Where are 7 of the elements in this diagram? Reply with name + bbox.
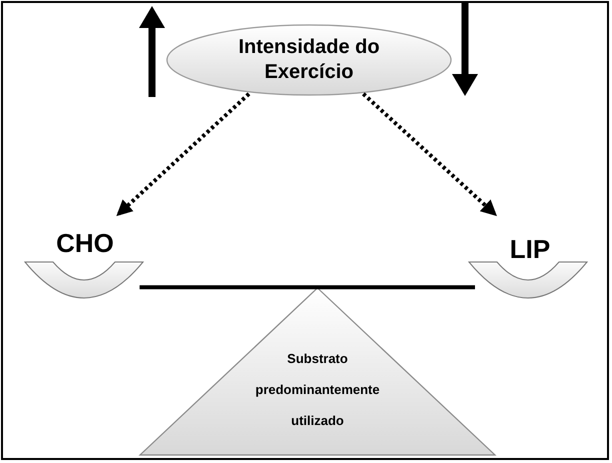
node-label: Substrato predominantemente utilizado [254, 350, 381, 430]
node-label: CHO [55, 229, 115, 257]
arrow [362, 92, 498, 216]
balance-beam [140, 285, 475, 290]
arrow [116, 92, 250, 216]
node-label: LIP [508, 235, 552, 263]
node-label: Intensidade do Exercício [237, 35, 381, 85]
